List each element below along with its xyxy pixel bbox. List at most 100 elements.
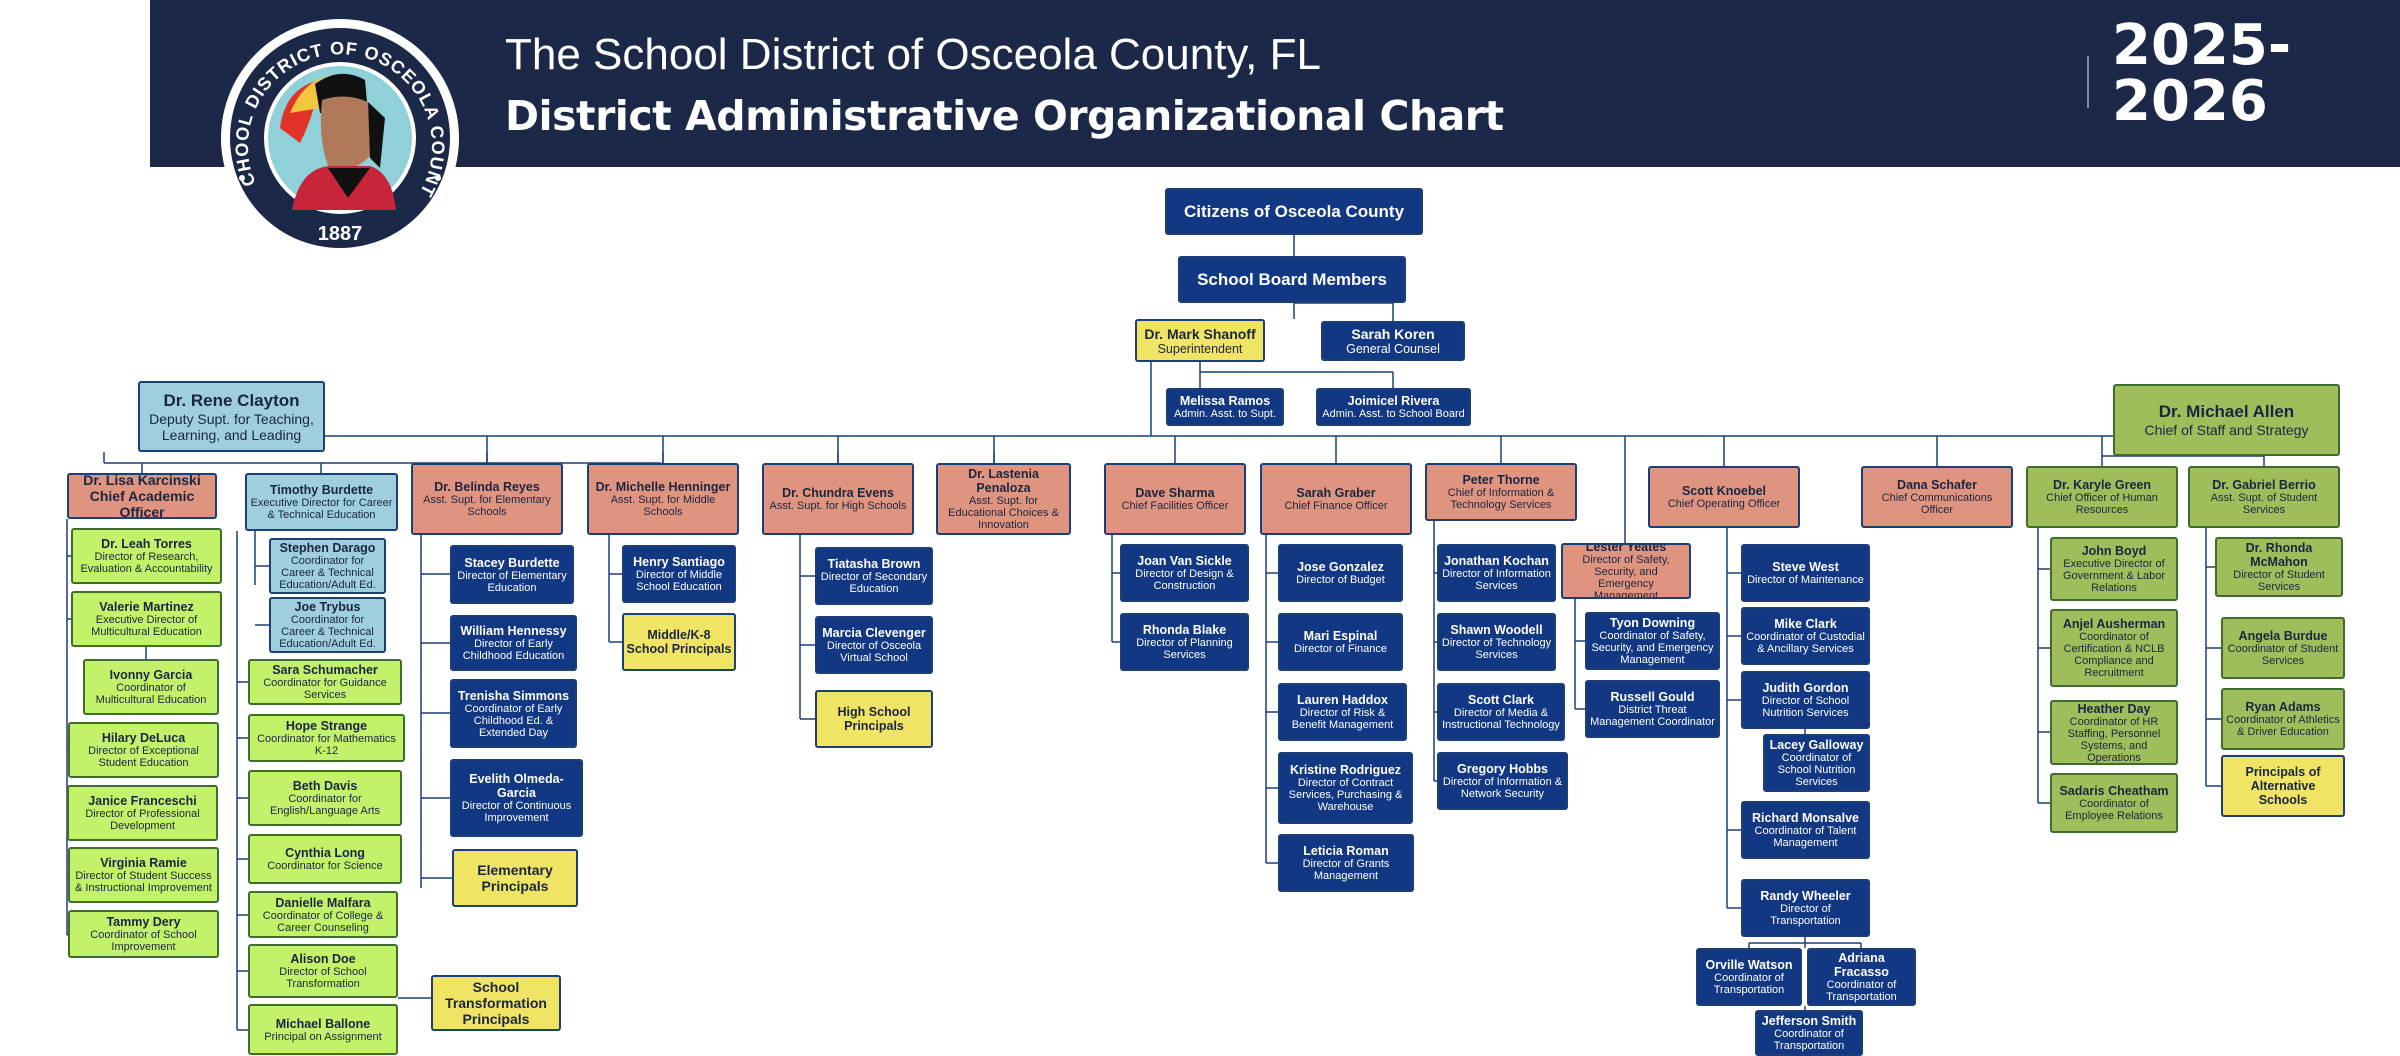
node-name: Kristine Rodriguez [1289, 763, 1402, 777]
node-name: Lauren Haddox [1297, 693, 1388, 707]
org-node-karcinski: Dr. Lisa Karcinski Chief Academic Office… [67, 473, 217, 519]
node-name: Anjel Ausherman [2062, 617, 2166, 631]
node-title: Admin. Asst. to Supt. [1173, 408, 1277, 420]
node-name: Cynthia Long [285, 846, 365, 860]
node-title: Director of Safety, Security, and Emerge… [1582, 554, 1670, 599]
node-name: Marcia Clevenger [822, 626, 926, 640]
node-name: Heather Day [2077, 701, 2151, 716]
node-name: Dr. Belinda Reyes [434, 480, 540, 494]
node-name: Joe Trybus [294, 600, 361, 614]
node-title: Chief Officer of Human Resources [2046, 492, 2158, 516]
org-node-citizens: Citizens of Osceola County [1165, 188, 1423, 235]
org-node-elem: Elementary Principals [452, 849, 578, 907]
node-title: Director of Early Childhood Education [462, 638, 565, 662]
node-title: Executive Director of Government & Labor… [2062, 558, 2166, 594]
node-name: Leticia Roman [1303, 844, 1389, 858]
node-title: Director of Planning Services [1136, 637, 1233, 661]
node-title: Director of Risk & Benefit Management [1291, 707, 1394, 731]
node-title: Chief Facilities Officer [1121, 500, 1229, 512]
node-name: Sarah Koren [1351, 326, 1435, 342]
node-name: Hope Strange [285, 719, 368, 733]
node-name: Melissa Ramos [1179, 394, 1271, 408]
node-name: Mari Espinal [1303, 629, 1378, 643]
district-seal-logo: THE SCHOOL DISTRICT OF OSCEOLA COUNTY, F… [220, 18, 459, 257]
node-name: Randy Wheeler [1760, 889, 1851, 903]
node-name: Trenisha Simmons [457, 688, 570, 703]
node-title: Coordinator for English/Language Arts [269, 793, 381, 817]
node-title: Director of Research, Evaluation & Accou… [80, 551, 213, 575]
node-name: Hilary DeLuca [101, 731, 186, 745]
node-name: Sarah Graber [1296, 486, 1376, 500]
school-year: 2025-2026 [2112, 13, 2292, 134]
node-name: Dave Sharma [1135, 486, 1215, 500]
node-name: Michael Ballone [275, 1016, 371, 1031]
node-name: Valerie Martinez [99, 600, 194, 614]
node-name: Ryan Adams [2245, 700, 2321, 714]
node-name: Scott Clark [1468, 693, 1534, 707]
node-title: Executive Director for Career & Technica… [250, 497, 393, 521]
node-name: Tiatasha Brown [827, 557, 921, 571]
node-name: Stacey Burdette [464, 555, 560, 570]
node-name: Adriana Fracasso [1834, 951, 1889, 979]
node-name: Principals of Alternative Schools [2245, 765, 2321, 807]
node-title: Coordinator of Certification & NCLB Comp… [2063, 631, 2165, 679]
node-title: Coordinator of Employee Relations [2065, 798, 2163, 822]
node-name: Scott Knoebel [1681, 484, 1767, 498]
node-name: Dr. Leah Torres [101, 537, 192, 551]
node-name: Dr. Lastenia Penaloza [968, 467, 1039, 495]
node-title: Director of Continuous Improvement [461, 800, 572, 824]
node-title: Coordinator for Science [267, 860, 383, 872]
node-name: School Transformation Principals [445, 979, 547, 1027]
node-name: Dr. Rhonda McMahon [2245, 541, 2313, 569]
node-title: Asst. Supt. of Student Services [2210, 492, 2318, 516]
node-name: Evelith Olmeda-Garcia [469, 772, 564, 800]
node-title: Coordinator of School Nutrition Services [1777, 752, 1856, 788]
org-node-middle: Middle/K-8 School Principals [622, 613, 736, 671]
node-title: Director of Osceola Virtual School [826, 640, 922, 664]
node-title: Asst. Supt. for Elementary Schools [423, 494, 551, 518]
node-title: Director of Grants Management [1302, 858, 1390, 882]
node-title: Asst. Supt. for Educational Choices & In… [948, 495, 1059, 531]
node-name: Angela Burdue [2238, 629, 2328, 643]
node-title: Chief of Information & Technology Servic… [1447, 487, 1555, 511]
node-name: Joimicel Rivera [1347, 394, 1440, 408]
node-name: Dr. Karyle Green [2053, 478, 2151, 492]
node-name: Dr. Lisa Karcinski Chief Academic Office… [83, 473, 201, 519]
node-title: Director of School Nutrition Services [1761, 695, 1850, 719]
node-title: Director of School Transformation [279, 966, 367, 990]
node-name: Dr. Michelle Henninger [595, 480, 731, 494]
node-title: Coordinator of Student Services [2227, 643, 2339, 667]
node-name: Tammy Dery [106, 915, 181, 929]
node-title: Director of Finance [1294, 643, 1387, 655]
